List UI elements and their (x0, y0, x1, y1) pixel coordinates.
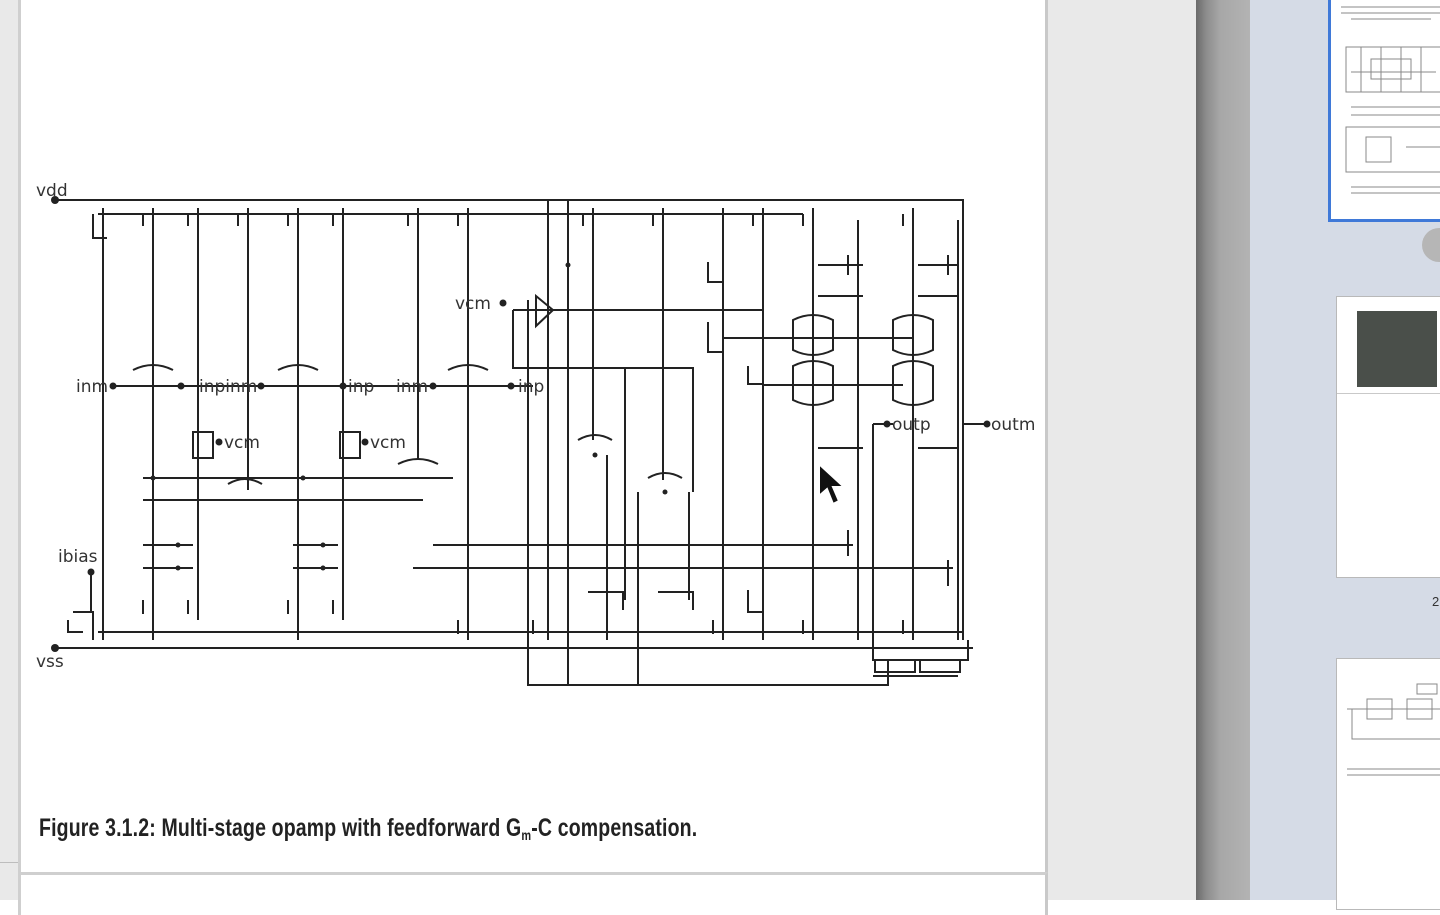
schematic-figure: vdd vss ibias inm inpinm inp inm inp vcm… (36, 181, 1035, 686)
sidebar-splitter[interactable] (1196, 0, 1250, 900)
label-vdd: vdd (36, 181, 68, 201)
next-document-page (18, 872, 1048, 915)
mouse-cursor-icon (818, 462, 847, 506)
label-vcm-1: vcm (455, 294, 491, 314)
label-vcm-2: vcm (224, 433, 260, 453)
thumbnail-3-preview (1347, 683, 1440, 776)
label-outp: outp (892, 415, 931, 435)
label-inpinm: inpinm (199, 377, 257, 397)
page-divider (0, 862, 18, 863)
thumbnail-2-photo (1357, 311, 1437, 387)
caption-text: Figure 3.1.2: Multi-stage opamp with fee… (39, 814, 522, 842)
label-ibias: ibias (58, 547, 98, 567)
label-inm-1: inm (76, 377, 108, 397)
label-outm: outm (991, 415, 1035, 435)
label-inp-2: inp (518, 377, 544, 397)
schematic-labels: vdd vss ibias inm inpinm inp inm inp vcm… (36, 181, 1035, 672)
page-number-label: 2 (1432, 594, 1440, 609)
thumbnail-page-1[interactable] (1328, 0, 1440, 222)
caption-suffix: -C compensation. (531, 814, 698, 842)
schematic-transistors (67, 214, 961, 673)
thumbnail-2-line (1337, 393, 1440, 394)
thumbnail-page-3[interactable] (1336, 658, 1440, 910)
label-inm-2: inm (396, 377, 428, 397)
thumbnail-1-preview (1341, 6, 1440, 194)
thumbnail-sidebar[interactable]: 2 (1250, 0, 1440, 910)
caption-subscript: m (521, 827, 532, 843)
label-vcm-3: vcm (370, 433, 406, 453)
schematic-nodes (51, 196, 991, 652)
page-number-badge (1422, 228, 1440, 262)
label-vss: vss (36, 652, 64, 672)
document-view[interactable]: vdd vss ibias inm inpinm inp inm inp vcm… (0, 0, 1196, 915)
document-page: vdd vss ibias inm inpinm inp inm inp vcm… (18, 0, 1048, 872)
label-inp-1: inp (348, 377, 374, 397)
thumbnail-page-2[interactable] (1336, 296, 1440, 578)
figure-caption: Figure 3.1.2: Multi-stage opamp with fee… (39, 814, 697, 843)
